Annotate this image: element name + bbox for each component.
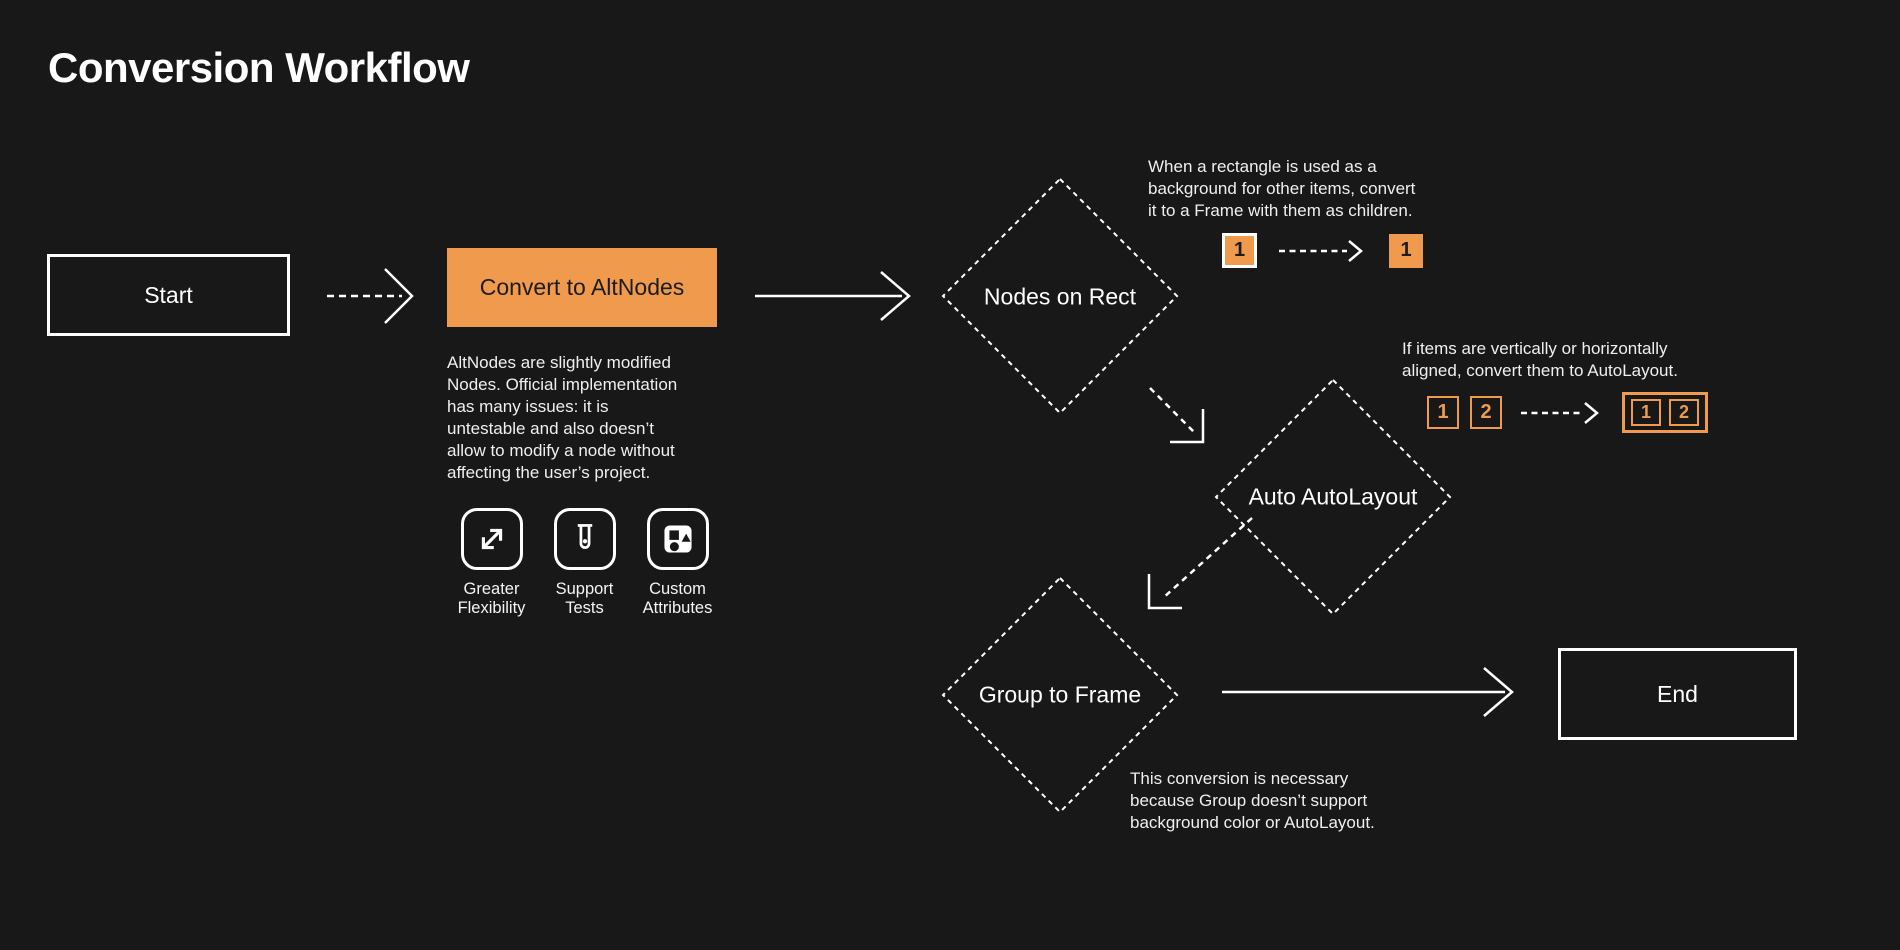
test-tube-icon [553, 508, 616, 570]
item-chip-1: 1 [1631, 399, 1661, 426]
start-node-label: Start [144, 281, 193, 308]
chip-label: 1 [1437, 401, 1449, 423]
feature-greater-flexibility: Greater Flexibility [445, 508, 538, 619]
feature-label: Greater Flexibility [457, 580, 526, 618]
mini-diagram-autolayout: 1 2 1 2 [1427, 392, 1708, 433]
arrow-group-to-end [1222, 667, 1514, 717]
expand-icon [460, 508, 523, 570]
autolayout-conversion-note: If items are vertically or horizontally … [1402, 339, 1678, 381]
feature-label: Custom Attributes [642, 580, 713, 618]
item-chip-1: 1 [1427, 396, 1459, 429]
mini-diagram-rect-to-frame: 1 1 [1222, 233, 1423, 268]
arrow-rect-to-autolayout [1149, 387, 1205, 444]
feature-support-tests: Support Tests [538, 508, 631, 619]
chip-label: 1 [1233, 239, 1246, 261]
end-node-label: End [1657, 680, 1698, 707]
feature-custom-attributes: Custom Attributes [631, 508, 724, 619]
page-title: Conversion Workflow [48, 44, 470, 91]
chip-label: 2 [1480, 401, 1492, 423]
rect-node-chip: 1 [1222, 233, 1257, 268]
item-chip-2: 2 [1669, 399, 1699, 426]
convert-node-label: Convert to AltNodes [479, 274, 685, 300]
diamond-nodes-on-rect [941, 177, 1179, 415]
rect-conversion-note: When a rectangle is used as a background… [1148, 157, 1416, 221]
diamond-auto-autolayout [1214, 378, 1452, 616]
altnodes-description-note: AltNodes are slightly modified Nodes. Of… [447, 353, 678, 483]
diamond-group-to-frame [941, 576, 1179, 814]
frame-node-chip: 1 [1389, 233, 1423, 268]
feature-label: Support Tests [555, 580, 614, 618]
chip-label: 1 [1400, 239, 1412, 261]
chip-label: 2 [1678, 402, 1689, 422]
arrow-convert-to-rect [755, 271, 911, 321]
autolayout-group-chip: 1 2 [1622, 392, 1708, 433]
arrow-start-to-convert [327, 268, 414, 324]
arrow-autolayout-to-group [1147, 517, 1253, 610]
group-conversion-note: This conversion is necessary because Gro… [1130, 769, 1375, 833]
end-node: End [1558, 648, 1797, 740]
chip-label: 1 [1640, 402, 1651, 422]
mini-dashed-arrow [1521, 401, 1599, 424]
altnodes-feature-list: Greater Flexibility Support Tests [445, 508, 724, 619]
convert-to-altnodes-node: Convert to AltNodes [447, 248, 717, 327]
item-chip-2: 2 [1470, 396, 1502, 429]
shapes-icon [646, 508, 709, 570]
start-node: Start [47, 254, 290, 336]
mini-dashed-arrow [1279, 239, 1363, 262]
